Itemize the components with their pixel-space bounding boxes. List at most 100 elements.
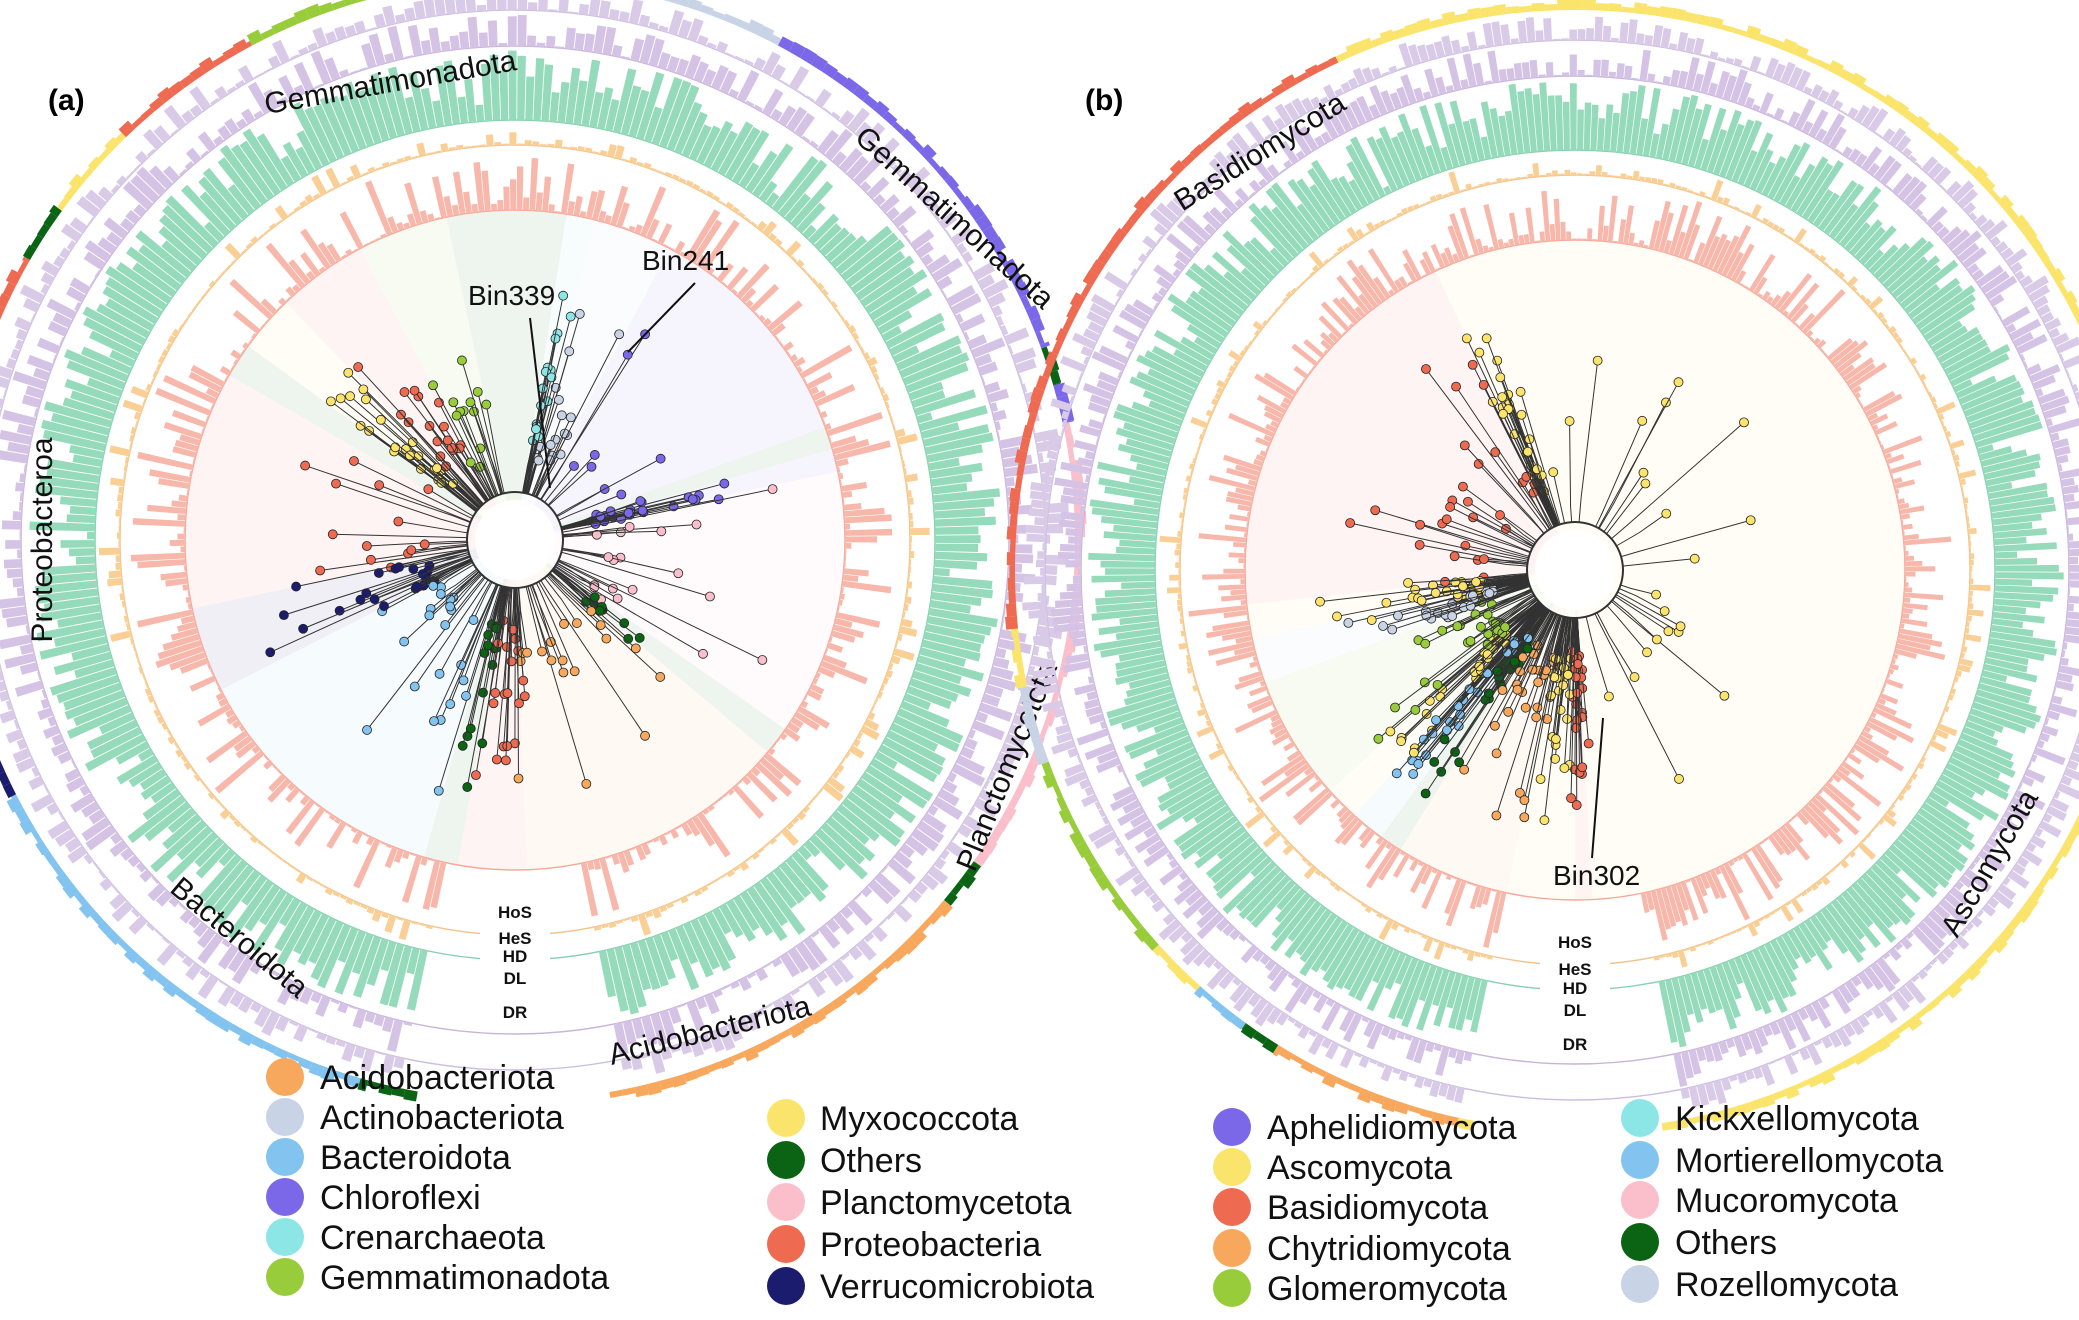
ring-bar xyxy=(444,0,456,15)
ring-bar xyxy=(156,715,165,725)
ring-bar xyxy=(812,794,819,801)
ring-bar xyxy=(431,176,447,219)
taxon-ring-segment xyxy=(212,54,227,67)
taxon-ring-segment xyxy=(810,54,828,72)
ring-bar xyxy=(258,233,265,240)
ring-bar xyxy=(1647,73,1656,83)
ring-bar xyxy=(885,156,896,168)
ring-bar xyxy=(310,991,322,1004)
ring-bar xyxy=(1864,1009,1874,1019)
taxon-ring-segment xyxy=(1570,0,1583,11)
ring-bar xyxy=(1011,347,1037,364)
ring-bar xyxy=(300,252,321,277)
ring-bar xyxy=(1463,1051,1473,1062)
tree-branch xyxy=(535,582,576,672)
ring-bar xyxy=(1868,295,1884,310)
ring-bar xyxy=(832,624,864,639)
background-wedge xyxy=(229,346,483,520)
ring-bar xyxy=(354,20,367,34)
ring-bar xyxy=(634,224,643,235)
taxon-ring-segment xyxy=(910,138,924,153)
ring-bar xyxy=(744,216,752,223)
ring-bar xyxy=(960,746,975,760)
ring-bar xyxy=(74,301,82,312)
ring-bar xyxy=(66,514,96,524)
ring-bar xyxy=(1532,163,1540,178)
ring-bar xyxy=(246,830,253,837)
ring-bar xyxy=(803,694,808,701)
ring-bar xyxy=(683,921,714,978)
tree-leaf xyxy=(569,461,579,471)
tree-leaf xyxy=(1391,768,1402,779)
taxon-ring-segment xyxy=(936,166,951,181)
ring-bar xyxy=(153,125,171,144)
tree-leaf xyxy=(278,610,289,621)
ring-bar xyxy=(380,75,405,137)
ring-bar xyxy=(608,922,617,929)
taxon-ring-segment xyxy=(320,1066,337,1082)
ring-bar xyxy=(525,76,535,121)
ring-bar xyxy=(1619,22,1629,43)
tree-branch xyxy=(450,574,483,611)
ring-bar xyxy=(848,745,865,759)
ring-bar xyxy=(452,171,466,215)
ring-bar xyxy=(721,281,728,287)
ring-bar xyxy=(242,128,288,191)
taxon-ring-segment xyxy=(1009,500,1020,515)
taxon-ring-segment xyxy=(1051,340,1064,355)
ring-bar xyxy=(864,718,880,732)
taxon-ring-segment xyxy=(318,2,334,15)
ring-bar xyxy=(1243,563,1246,569)
ring-bar xyxy=(16,757,36,773)
ring-bar xyxy=(1963,633,1982,643)
ring-bar xyxy=(643,162,652,169)
ring-bar xyxy=(727,788,735,796)
taxon-ring-segment xyxy=(918,919,932,933)
ring-bar xyxy=(657,223,673,245)
ring-bar xyxy=(1561,38,1569,41)
ring-bar xyxy=(233,359,239,366)
ring-bar xyxy=(295,872,307,885)
ring-bar xyxy=(88,809,106,825)
ring-bar xyxy=(382,5,396,26)
ring-bar xyxy=(779,245,786,252)
ring-bar xyxy=(972,262,996,281)
ring-bar xyxy=(0,429,32,445)
tree-leaf xyxy=(531,424,541,435)
ring-bar xyxy=(0,596,26,609)
ring-bar xyxy=(214,275,221,282)
taxon-ring-segment xyxy=(995,816,1010,833)
ring-bar xyxy=(60,223,82,243)
ring-bar xyxy=(422,860,441,911)
taxon-ring-segment xyxy=(842,77,860,94)
ring-bar xyxy=(1904,545,1906,551)
ring-bar xyxy=(896,708,964,744)
ring-bar xyxy=(1068,536,1083,545)
ring-bar xyxy=(844,542,852,549)
tree-leaf xyxy=(358,384,369,395)
ring-bar xyxy=(675,825,682,830)
ring-bar xyxy=(827,776,846,793)
ring-bar xyxy=(0,376,10,389)
ring-bar xyxy=(549,91,560,123)
ring-bar xyxy=(169,540,186,547)
ring-bar xyxy=(312,193,321,200)
ring-bar xyxy=(1065,528,1083,537)
ring-bar xyxy=(195,299,202,306)
taxon-ring-segment xyxy=(872,100,890,118)
ring-bar xyxy=(896,433,918,446)
ring-bar xyxy=(1968,212,1978,221)
ring-bar xyxy=(448,146,456,151)
ring-bar xyxy=(1624,65,1633,80)
ring-bar xyxy=(1968,603,1974,610)
ring-bar xyxy=(660,931,679,962)
ring-bar xyxy=(680,251,687,258)
taxon-ring-segment xyxy=(777,1028,792,1041)
ring-bar xyxy=(1728,1074,1738,1082)
ring-bar xyxy=(887,858,916,885)
ring-bar xyxy=(931,257,963,282)
ring-bar xyxy=(105,298,155,332)
taxon-ring-segment xyxy=(97,148,111,162)
ring-bar xyxy=(1046,450,1059,460)
tree-leaf xyxy=(399,387,410,397)
